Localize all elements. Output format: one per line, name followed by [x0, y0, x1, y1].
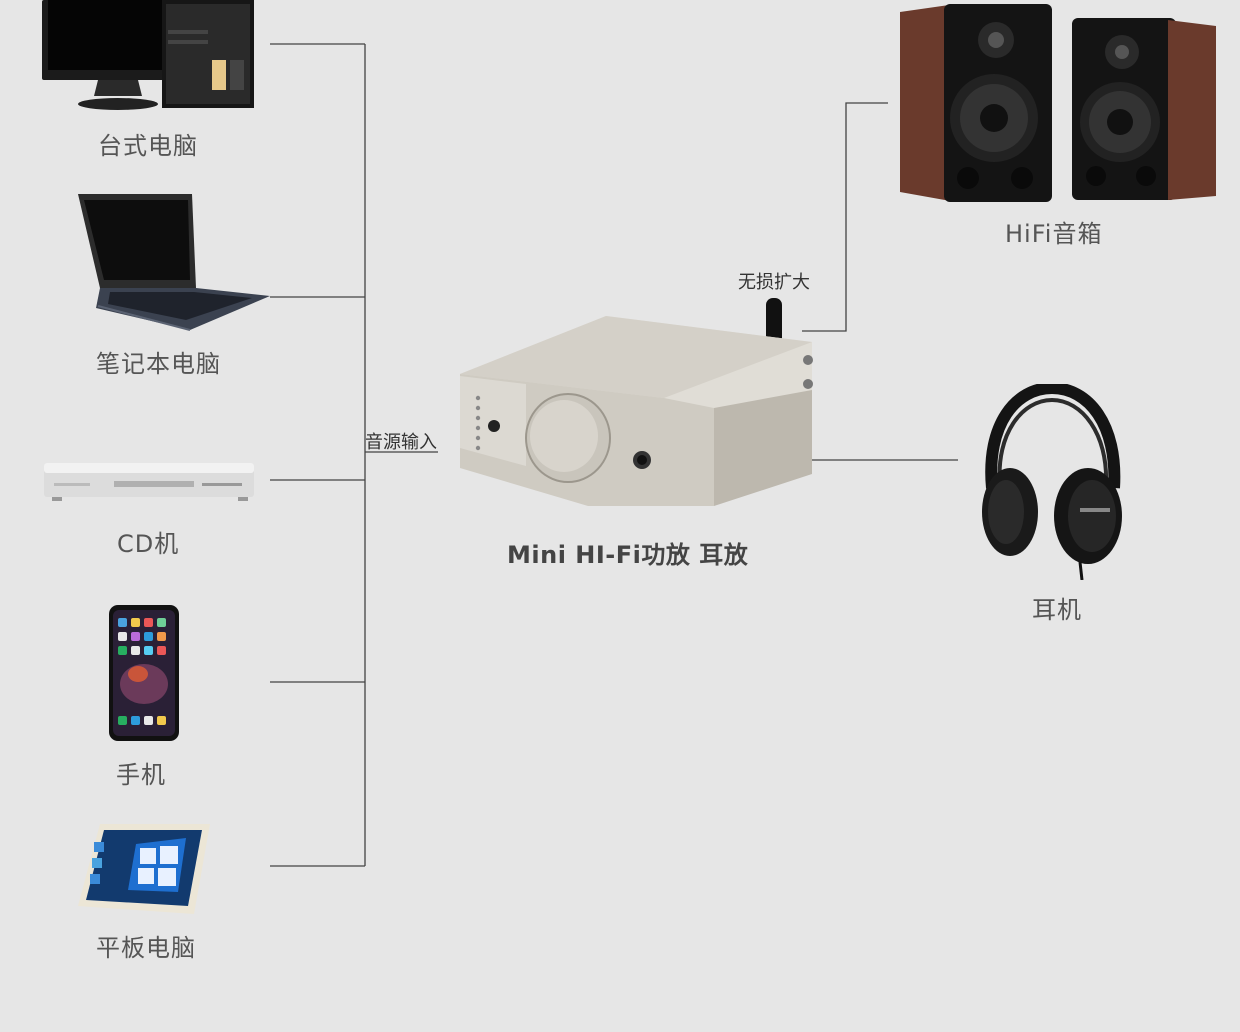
- label-tablet: 平板电脑: [96, 934, 196, 962]
- label-output: 无损扩大: [738, 272, 810, 293]
- label-headphones: 耳机: [1032, 596, 1082, 624]
- label-cd: CD机: [117, 530, 180, 558]
- headphones-image: [976, 384, 1126, 580]
- label-input: 音源输入: [365, 432, 437, 453]
- cd-player-image: [42, 459, 258, 503]
- hifi-speakers-image: [896, 2, 1220, 206]
- right-speaker: [1072, 18, 1216, 200]
- label-phone: 手机: [116, 761, 166, 789]
- left-speaker: [900, 4, 1052, 202]
- label-laptop: 笔记本电脑: [96, 350, 221, 378]
- laptop-image: [76, 192, 272, 332]
- amplifier-image: [456, 298, 820, 510]
- desktop-computer-image: [38, 0, 258, 112]
- wire-speakers: [802, 102, 888, 332]
- label-desktop: 台式电脑: [98, 132, 198, 160]
- label-speakers: HiFi音箱: [1005, 220, 1103, 248]
- amp-title: Mini HI-Fi功放 耳放: [507, 541, 749, 569]
- phone-image: [108, 604, 182, 744]
- tablet-image: [76, 822, 214, 916]
